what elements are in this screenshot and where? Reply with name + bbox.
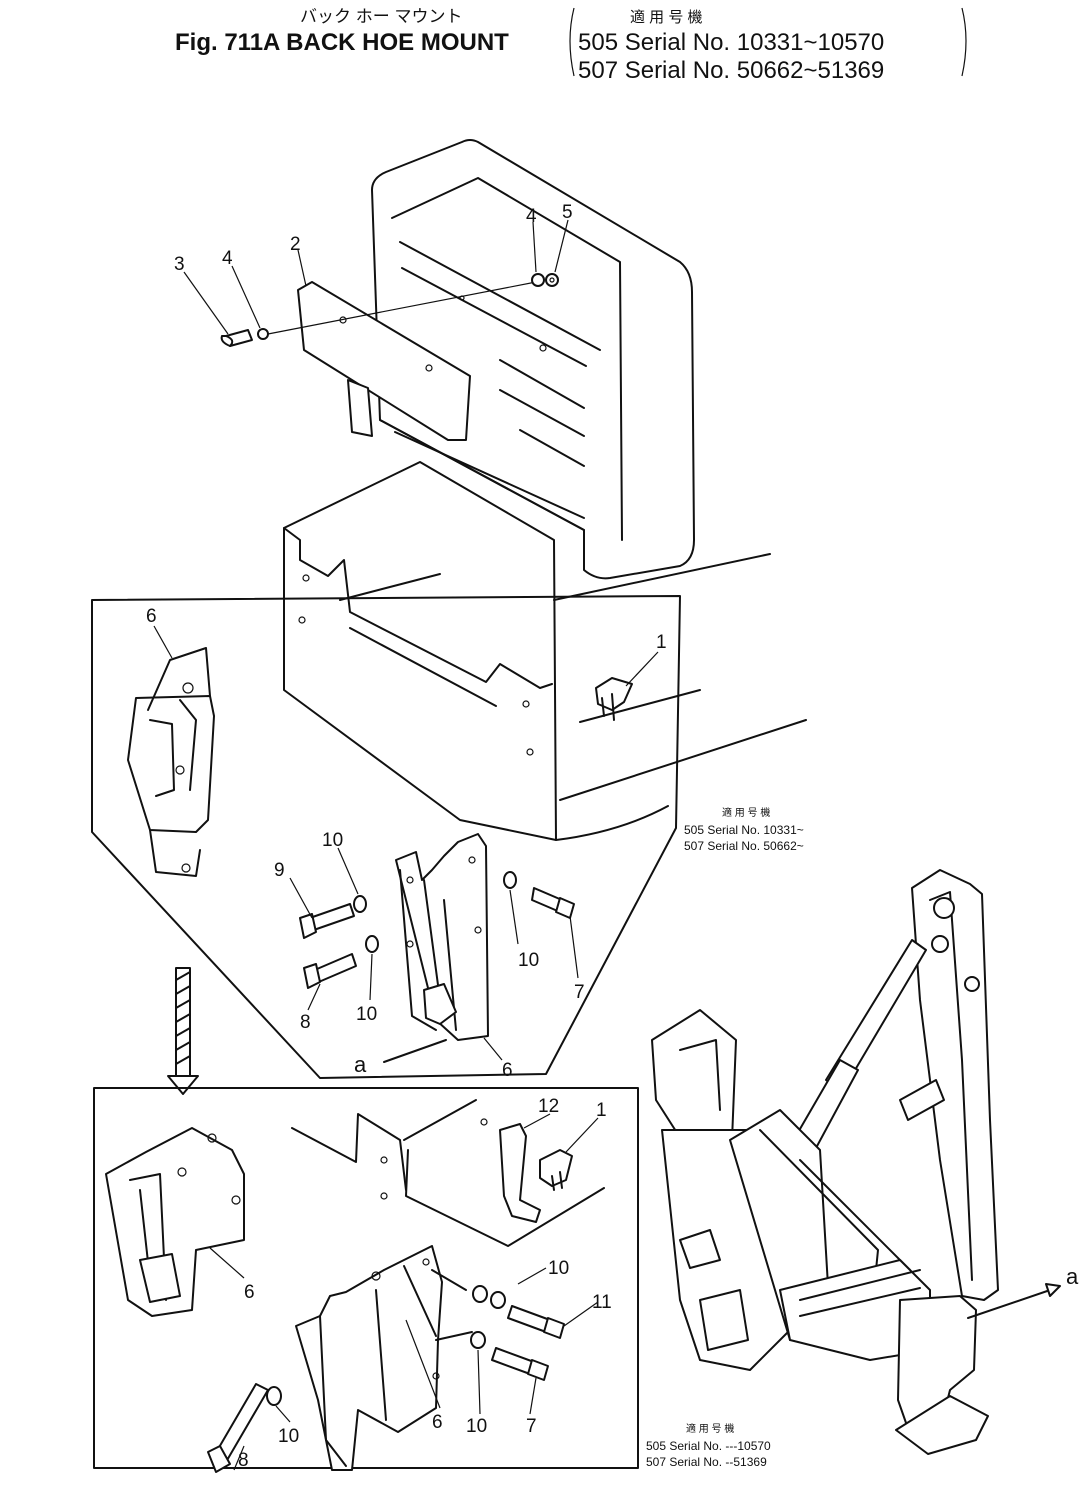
mount-bracket-part-6-upper-left	[127, 647, 215, 877]
leader-lines	[153, 219, 659, 1471]
callout-6-lower-left: 6	[244, 1282, 255, 1303]
washer-part-10-c	[503, 871, 517, 889]
callout-1-lower: 1	[596, 1100, 607, 1121]
bolt-part-7-lower	[491, 1347, 549, 1381]
upper-note-jp: 適 用 号 機	[722, 806, 770, 819]
washer-part-10-a	[353, 895, 367, 913]
callout-7-upper: 7	[574, 982, 585, 1003]
view-a-arrow-line-machine	[967, 1287, 1057, 1319]
washer-part-10-g	[266, 1386, 282, 1406]
callout-3: 3	[174, 254, 185, 275]
washer-part-10-d	[472, 1285, 488, 1303]
callout-1: 1	[656, 632, 667, 653]
upper-note-line2: 507 Serial No. 50662~	[684, 839, 804, 853]
figure-title: Fig. 711A BACK HOE MOUNT	[175, 29, 509, 56]
tank-assembly	[371, 139, 695, 580]
bolt-part-9	[299, 903, 355, 939]
callout-6-lower-center: 6	[432, 1412, 443, 1433]
callout-10-d: 10	[548, 1258, 569, 1279]
bolt-part-11	[507, 1305, 565, 1339]
callout-10-b: 10	[356, 1004, 377, 1025]
washer-part-10-f	[470, 1331, 486, 1349]
callout-6-upper-left: 6	[146, 606, 157, 627]
view-a-arrowhead	[1045, 1283, 1061, 1297]
callout-4-right: 4	[526, 206, 537, 227]
bolt-part-8	[303, 953, 357, 989]
callout-6-center: 6	[502, 1060, 513, 1081]
mount-bracket-part-6-center	[395, 833, 489, 1041]
lower-note-line1: 505 Serial No. ---10570	[646, 1439, 771, 1453]
callout-8-upper: 8	[300, 1012, 311, 1033]
callout-10-a: 10	[322, 830, 343, 851]
bolt-part-7-upper	[531, 887, 575, 919]
japanese-applicable-label: 適 用 号 機	[630, 8, 703, 26]
washer-part-4-left	[257, 328, 269, 340]
lower-note-jp: 適 用 号 機	[686, 1422, 734, 1435]
detail-outline-upper	[91, 595, 681, 1079]
callout-2: 2	[290, 234, 301, 255]
callout-8-lower: 8	[238, 1450, 249, 1471]
mount-bracket-part-6-lower-left	[105, 1127, 245, 1317]
down-arrow	[167, 967, 199, 1095]
callout-10-c: 10	[518, 950, 539, 971]
serial-range-505: 505 Serial No. 10331~10570	[578, 29, 884, 56]
callout-9: 9	[274, 860, 285, 881]
washer-part-10-b	[365, 935, 379, 953]
serial-range-507: 507 Serial No. 50662~51369	[578, 57, 884, 84]
washer-part-10-e	[490, 1291, 506, 1309]
lower-note-line2: 507 Serial No. --51369	[646, 1455, 767, 1469]
detail-box-lower	[93, 1087, 639, 1469]
callout-4-left: 4	[222, 248, 233, 269]
mount-bracket-part-6-lower-center	[295, 1245, 473, 1471]
view-a-label-upper: a	[354, 1052, 367, 1077]
callout-7-lower: 7	[526, 1416, 537, 1437]
view-a-label-machine: a	[1066, 1264, 1079, 1289]
washer-part-4-right	[531, 273, 545, 287]
bolt-part-3	[220, 329, 253, 347]
callout-12: 12	[538, 1096, 559, 1117]
callout-11: 11	[592, 1292, 612, 1313]
hook-part-1	[595, 677, 633, 721]
frame-section-lower	[291, 1099, 605, 1247]
callout-10-f: 10	[466, 1416, 487, 1437]
view-a-arrow-line-upper	[383, 1039, 447, 1063]
bolt-axis-line	[267, 281, 537, 335]
japanese-title: バック ホー マウント	[300, 7, 462, 26]
right-bracket	[961, 7, 967, 77]
frame-box	[283, 461, 807, 841]
backhoe-machine	[651, 869, 999, 1455]
left-bracket	[569, 7, 575, 77]
callout-10-g: 10	[278, 1426, 299, 1447]
upper-note-line1: 505 Serial No. 10331~	[684, 823, 804, 837]
nut-part-5	[545, 273, 559, 287]
callout-5: 5	[562, 202, 573, 223]
